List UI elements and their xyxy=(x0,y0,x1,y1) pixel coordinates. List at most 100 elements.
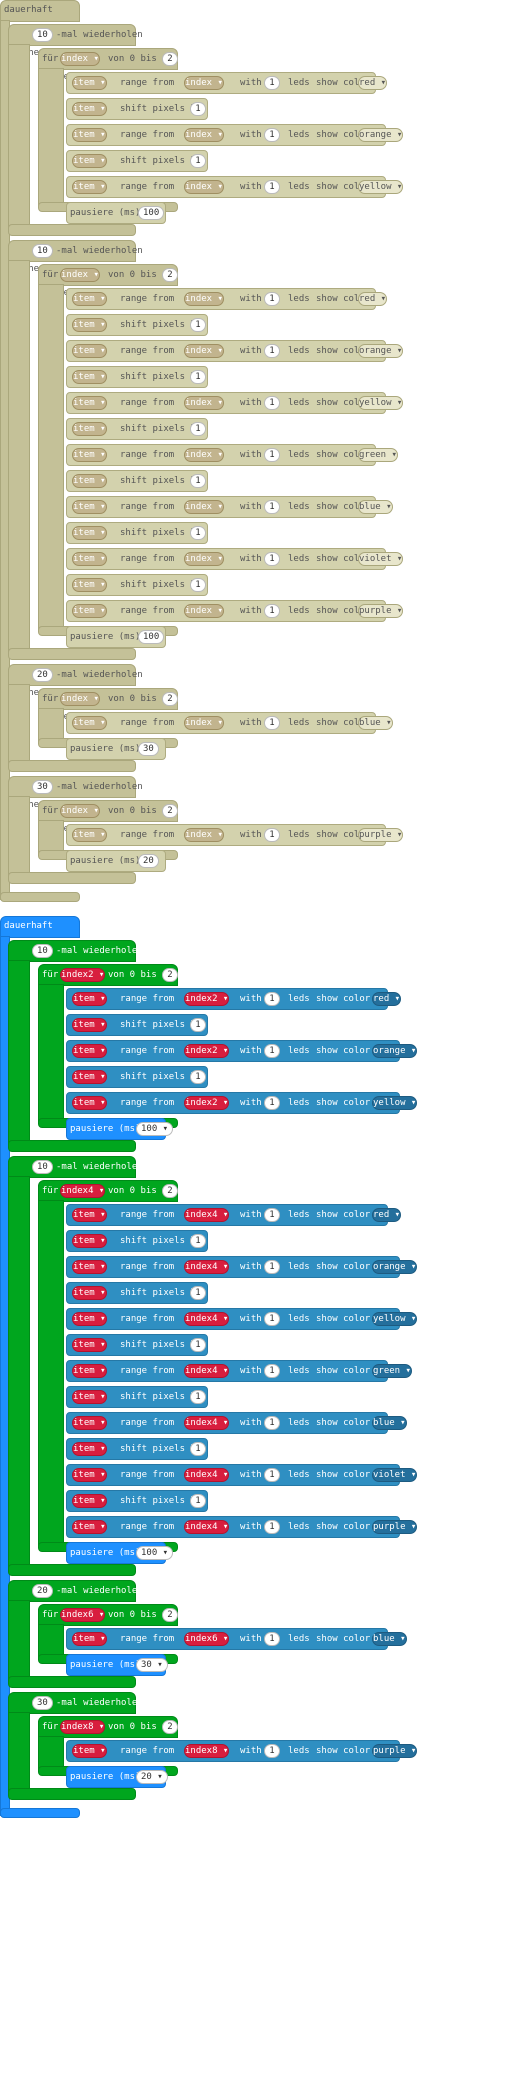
repeat-count[interactable]: 10 xyxy=(32,244,53,258)
shift-amount-input[interactable]: 1 xyxy=(190,1338,206,1352)
item-variable-dropdown[interactable]: item ▾ xyxy=(72,1632,107,1646)
item-variable-dropdown[interactable]: item ▾ xyxy=(72,396,107,410)
range-variable-dropdown[interactable]: index ▾ xyxy=(184,128,224,142)
range-variable-dropdown[interactable]: index4 ▾ xyxy=(184,1468,230,1482)
led-count-input[interactable]: 1 xyxy=(264,1468,280,1482)
shift-amount-input[interactable]: 1 xyxy=(190,154,206,168)
shift-amount-input[interactable]: 1 xyxy=(190,474,206,488)
item-variable-dropdown[interactable]: item ▾ xyxy=(72,828,107,842)
range-variable-dropdown[interactable]: index2 ▾ xyxy=(184,1096,230,1110)
pause-dropdown[interactable]: 20 ▾ xyxy=(136,1770,168,1784)
shift-amount-input[interactable]: 1 xyxy=(190,1070,206,1084)
for-variable-dropdown[interactable]: index ▾ xyxy=(60,268,100,282)
pause-dropdown[interactable]: 100 ▾ xyxy=(136,1546,174,1560)
item-variable-dropdown[interactable]: item ▾ xyxy=(72,1234,107,1248)
color-dropdown[interactable]: yellow ▾ xyxy=(372,1312,418,1326)
led-count-input[interactable]: 1 xyxy=(264,604,280,618)
item-variable-dropdown[interactable]: item ▾ xyxy=(72,1744,107,1758)
range-variable-dropdown[interactable]: index4 ▾ xyxy=(184,1260,230,1274)
item-variable-dropdown[interactable]: item ▾ xyxy=(72,474,107,488)
range-variable-dropdown[interactable]: index4 ▾ xyxy=(184,1208,230,1222)
range-variable-dropdown[interactable]: index ▾ xyxy=(184,344,224,358)
item-variable-dropdown[interactable]: item ▾ xyxy=(72,292,107,306)
item-variable-dropdown[interactable]: item ▾ xyxy=(72,422,107,436)
led-count-input[interactable]: 1 xyxy=(264,1044,280,1058)
item-variable-dropdown[interactable]: item ▾ xyxy=(72,128,107,142)
item-variable-dropdown[interactable]: item ▾ xyxy=(72,1312,107,1326)
color-dropdown[interactable]: yellow ▾ xyxy=(358,180,404,194)
led-count-input[interactable]: 1 xyxy=(264,828,280,842)
item-variable-dropdown[interactable]: item ▾ xyxy=(72,1390,107,1404)
range-variable-dropdown[interactable]: index4 ▾ xyxy=(184,1520,230,1534)
range-variable-dropdown[interactable]: index4 ▾ xyxy=(184,1416,230,1430)
pause-input[interactable]: 30 xyxy=(138,742,159,756)
led-count-input[interactable]: 1 xyxy=(264,292,280,306)
color-dropdown[interactable]: violet ▾ xyxy=(372,1468,418,1482)
item-variable-dropdown[interactable]: item ▾ xyxy=(72,370,107,384)
item-variable-dropdown[interactable]: item ▾ xyxy=(72,1260,107,1274)
pause-dropdown[interactable]: 100 ▾ xyxy=(136,1122,174,1136)
led-count-input[interactable]: 1 xyxy=(264,344,280,358)
item-variable-dropdown[interactable]: item ▾ xyxy=(72,344,107,358)
for-upper-bound[interactable]: 2 xyxy=(162,1720,178,1734)
color-dropdown[interactable]: blue ▾ xyxy=(372,1632,407,1646)
forever-block[interactable] xyxy=(0,0,80,22)
led-count-input[interactable]: 1 xyxy=(264,128,280,142)
color-dropdown[interactable]: purple ▾ xyxy=(358,604,404,618)
led-count-input[interactable]: 1 xyxy=(264,552,280,566)
pause-dropdown[interactable]: 30 ▾ xyxy=(136,1658,168,1672)
for-variable-dropdown[interactable]: index6 ▾ xyxy=(60,1608,106,1622)
for-upper-bound[interactable]: 2 xyxy=(162,692,178,706)
led-count-input[interactable]: 1 xyxy=(264,1312,280,1326)
pause-input[interactable]: 100 xyxy=(138,630,165,644)
item-variable-dropdown[interactable]: item ▾ xyxy=(72,1286,107,1300)
pause-input[interactable]: 20 xyxy=(138,854,159,868)
item-variable-dropdown[interactable]: item ▾ xyxy=(72,1044,107,1058)
color-dropdown[interactable]: yellow ▾ xyxy=(372,1096,418,1110)
color-dropdown[interactable]: red ▾ xyxy=(358,292,388,306)
range-variable-dropdown[interactable]: index ▾ xyxy=(184,604,224,618)
range-variable-dropdown[interactable]: index6 ▾ xyxy=(184,1632,230,1646)
color-dropdown[interactable]: orange ▾ xyxy=(372,1044,418,1058)
led-count-input[interactable]: 1 xyxy=(264,396,280,410)
led-count-input[interactable]: 1 xyxy=(264,1520,280,1534)
led-count-input[interactable]: 1 xyxy=(264,1364,280,1378)
color-dropdown[interactable]: orange ▾ xyxy=(358,344,404,358)
color-dropdown[interactable]: orange ▾ xyxy=(358,128,404,142)
item-variable-dropdown[interactable]: item ▾ xyxy=(72,1018,107,1032)
for-variable-dropdown[interactable]: index8 ▾ xyxy=(60,1720,106,1734)
range-variable-dropdown[interactable]: index ▾ xyxy=(184,180,224,194)
item-variable-dropdown[interactable]: item ▾ xyxy=(72,500,107,514)
for-upper-bound[interactable]: 2 xyxy=(162,1608,178,1622)
range-variable-dropdown[interactable]: index4 ▾ xyxy=(184,1364,230,1378)
item-variable-dropdown[interactable]: item ▾ xyxy=(72,1520,107,1534)
range-variable-dropdown[interactable]: index4 ▾ xyxy=(184,1312,230,1326)
shift-amount-input[interactable]: 1 xyxy=(190,422,206,436)
for-upper-bound[interactable]: 2 xyxy=(162,804,178,818)
item-variable-dropdown[interactable]: item ▾ xyxy=(72,76,107,90)
range-variable-dropdown[interactable]: index ▾ xyxy=(184,448,224,462)
shift-amount-input[interactable]: 1 xyxy=(190,318,206,332)
shift-amount-input[interactable]: 1 xyxy=(190,1018,206,1032)
for-variable-dropdown[interactable]: index ▾ xyxy=(60,52,100,66)
range-variable-dropdown[interactable]: index2 ▾ xyxy=(184,992,230,1006)
item-variable-dropdown[interactable]: item ▾ xyxy=(72,552,107,566)
range-variable-dropdown[interactable]: index ▾ xyxy=(184,76,224,90)
repeat-count[interactable]: 20 xyxy=(32,668,53,682)
led-count-input[interactable]: 1 xyxy=(264,1744,280,1758)
item-variable-dropdown[interactable]: item ▾ xyxy=(72,526,107,540)
range-variable-dropdown[interactable]: index2 ▾ xyxy=(184,1044,230,1058)
color-dropdown[interactable]: blue ▾ xyxy=(358,500,393,514)
color-dropdown[interactable]: yellow ▾ xyxy=(358,396,404,410)
range-variable-dropdown[interactable]: index ▾ xyxy=(184,396,224,410)
shift-amount-input[interactable]: 1 xyxy=(190,1494,206,1508)
for-upper-bound[interactable]: 2 xyxy=(162,968,178,982)
for-variable-dropdown[interactable]: index ▾ xyxy=(60,692,100,706)
item-variable-dropdown[interactable]: item ▾ xyxy=(72,578,107,592)
item-variable-dropdown[interactable]: item ▾ xyxy=(72,1416,107,1430)
color-dropdown[interactable]: orange ▾ xyxy=(372,1260,418,1274)
color-dropdown[interactable]: green ▾ xyxy=(372,1364,412,1378)
shift-amount-input[interactable]: 1 xyxy=(190,102,206,116)
repeat-count[interactable]: 20 xyxy=(32,1584,53,1598)
item-variable-dropdown[interactable]: item ▾ xyxy=(72,716,107,730)
